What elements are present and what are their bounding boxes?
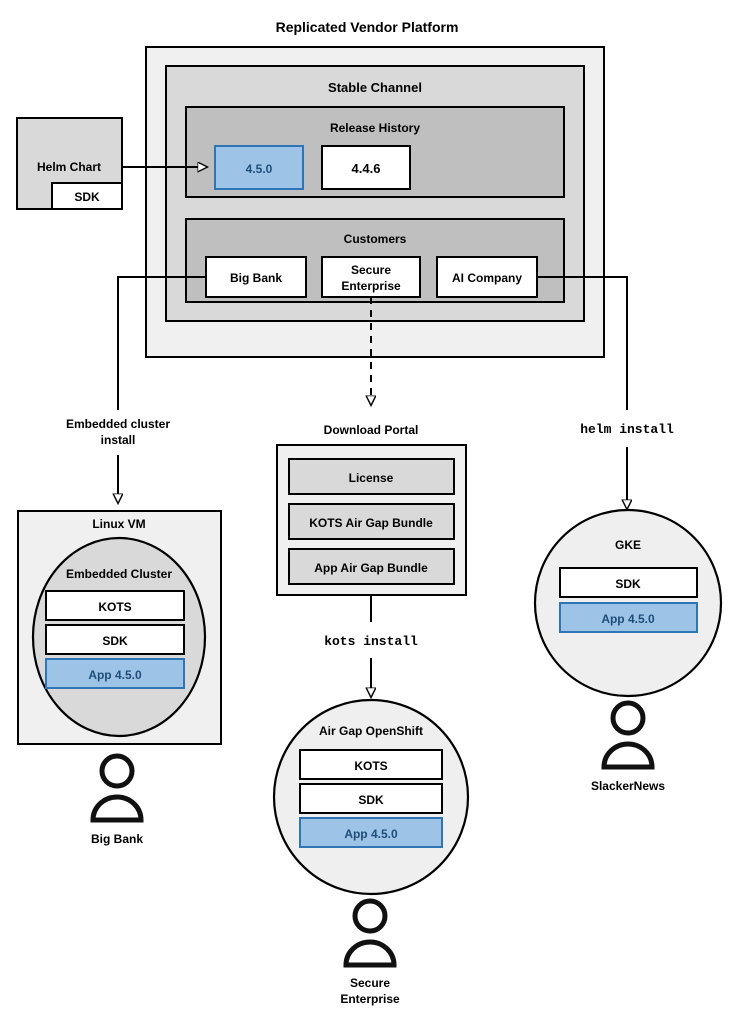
openshift-component-app[interactable] bbox=[299, 817, 443, 848]
customer-label-secure-enterprise-2: Enterprise bbox=[341, 279, 401, 293]
embedded-cluster-label: Embedded Cluster bbox=[66, 567, 172, 581]
portal-artifact-kots-airgap-bundle[interactable] bbox=[288, 503, 455, 540]
gke-component-app[interactable] bbox=[559, 602, 698, 633]
customer-label-big-bank: Big Bank bbox=[230, 271, 282, 285]
helm-chart-sdk-box[interactable] bbox=[51, 182, 123, 210]
linuxvm-component-app-label: App 4.5.0 bbox=[88, 668, 142, 682]
user-icon-big-bank bbox=[90, 753, 144, 823]
gke-component-sdk-label: SDK bbox=[615, 577, 641, 591]
edge-aicompany-to-gke bbox=[537, 276, 628, 410]
user-icon-secure-enterprise bbox=[343, 898, 397, 968]
release-history-label: Release History bbox=[330, 121, 420, 135]
owner-label-slackernews: SlackerNews bbox=[591, 779, 665, 793]
linuxvm-component-app[interactable] bbox=[45, 658, 185, 689]
customer-card-big-bank[interactable] bbox=[205, 256, 307, 298]
edge-label-embedded-install-1: Embedded cluster bbox=[66, 417, 170, 431]
openshift-component-sdk-label: SDK bbox=[358, 793, 384, 807]
edge-bigbank-to-linuxvm bbox=[117, 276, 206, 410]
release-version-current: 4.5.0 bbox=[246, 162, 273, 176]
linuxvm-component-sdk-label: SDK bbox=[102, 634, 128, 648]
openshift-component-app-label: App 4.5.0 bbox=[344, 827, 398, 841]
target-linux-vm-label: Linux VM bbox=[92, 517, 145, 531]
customer-label-ai-company: AI Company bbox=[452, 271, 522, 285]
portal-artifact-app-airgap-bundle[interactable] bbox=[288, 548, 455, 585]
gke-component-app-label: App 4.5.0 bbox=[601, 612, 655, 626]
linuxvm-component-kots[interactable] bbox=[45, 590, 185, 621]
owner-label-secure-enterprise-2: Enterprise bbox=[340, 992, 400, 1006]
edge-label-helm-install: helm install bbox=[580, 422, 674, 437]
gke-component-sdk[interactable] bbox=[559, 567, 698, 598]
customers-label: Customers bbox=[344, 232, 407, 246]
openshift-component-kots[interactable] bbox=[299, 749, 443, 780]
portal-artifact-kots-airgap-bundle-label: KOTS Air Gap Bundle bbox=[309, 516, 433, 530]
target-gke-label: GKE bbox=[615, 538, 641, 552]
edge-label-embedded-install-2: install bbox=[101, 433, 136, 447]
release-card-current[interactable] bbox=[214, 145, 304, 190]
stable-channel-label: Stable Channel bbox=[328, 80, 422, 95]
linuxvm-component-sdk[interactable] bbox=[45, 624, 185, 655]
release-card-previous[interactable] bbox=[321, 145, 411, 190]
linuxvm-component-kots-label: KOTS bbox=[98, 600, 131, 614]
customer-label-secure-enterprise: Secure bbox=[351, 263, 391, 277]
openshift-component-sdk[interactable] bbox=[299, 783, 443, 814]
customer-card-ai-company[interactable] bbox=[436, 256, 538, 298]
portal-artifact-app-airgap-bundle-label: App Air Gap Bundle bbox=[314, 561, 428, 575]
customer-card-secure-enterprise[interactable] bbox=[321, 256, 421, 298]
owner-label-secure-enterprise-1: Secure bbox=[350, 976, 390, 990]
edge-label-kots-install: kots install bbox=[324, 634, 418, 649]
portal-artifact-license-label: License bbox=[349, 471, 394, 485]
owner-label-big-bank: Big Bank bbox=[91, 832, 143, 846]
helm-chart-sdk-label: SDK bbox=[74, 190, 100, 204]
portal-artifact-license[interactable] bbox=[288, 458, 455, 495]
user-icon-slackernews bbox=[601, 700, 655, 770]
page-title: Replicated Vendor Platform bbox=[276, 19, 459, 35]
release-version-previous: 4.4.6 bbox=[352, 161, 381, 176]
target-airgap-openshift-label: Air Gap OpenShift bbox=[319, 724, 423, 738]
helm-chart-label: Helm Chart bbox=[37, 160, 101, 174]
openshift-component-kots-label: KOTS bbox=[354, 759, 387, 773]
download-portal-label: Download Portal bbox=[324, 423, 419, 437]
